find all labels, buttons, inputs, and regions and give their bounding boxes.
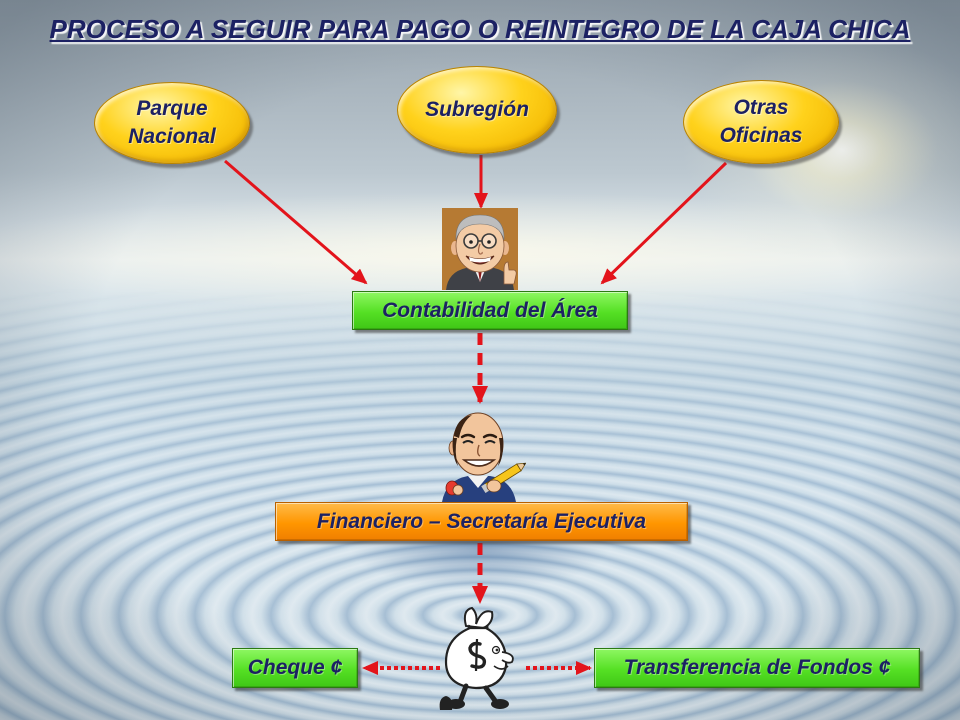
outcome-label: Transferencia de Fondos ¢ — [623, 656, 891, 679]
step-label: Contabilidad del Área — [382, 298, 598, 322]
origin-label-line: Subregión — [425, 98, 529, 121]
outcome-label: Cheque ¢ — [247, 656, 343, 679]
step-financiero: Financiero – Secretaría Ejecutiva — [275, 502, 688, 541]
step-contabilidad: Contabilidad del Área — [352, 291, 628, 330]
financial-officer-caricature-icon — [442, 412, 526, 502]
arrow-otras-to-contabilidad — [600, 161, 728, 285]
origin-parque-nacional: Parque Nacional — [94, 82, 250, 164]
slide-title: PROCESO A SEGUIR PARA PAGO O REINTEGRO D… — [49, 14, 911, 44]
money-bag-icon — [439, 606, 514, 710]
step-label: Financiero – Secretaría Ejecutiva — [316, 509, 647, 533]
arrow-parque-to-contabilidad — [224, 159, 368, 285]
origin-subregion: Subregión — [397, 66, 557, 154]
origin-label-line: Parque — [136, 97, 208, 120]
origin-label-line: Oficinas — [719, 124, 803, 147]
origin-otras-oficinas: Otras Oficinas — [683, 80, 839, 164]
outcome-transferencia: Transferencia de Fondos ¢ — [594, 648, 920, 688]
accountant-caricature-icon — [442, 208, 518, 290]
origin-label-line: Otras — [733, 96, 789, 119]
origin-label-line: Nacional — [128, 125, 216, 148]
outcome-cheque: Cheque ¢ — [232, 648, 358, 688]
